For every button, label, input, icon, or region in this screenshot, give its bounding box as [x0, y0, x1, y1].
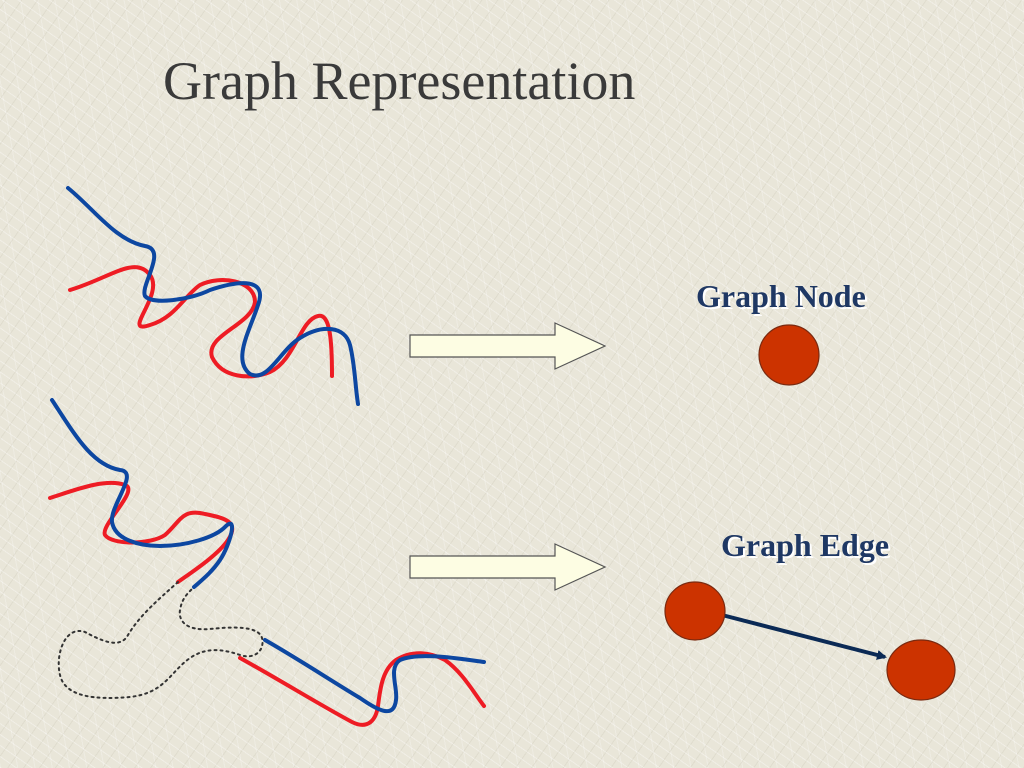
strand-red-bottom-upper — [48, 480, 235, 584]
strand-red-top — [68, 265, 334, 379]
strand-pair-top — [66, 186, 360, 406]
strand-blue-bottom-upper — [50, 398, 234, 589]
edge-source-node — [664, 581, 726, 641]
strand-pair-bottom — [48, 398, 486, 727]
strand-red-bottom-lower — [238, 651, 486, 727]
strand-blue-top — [66, 186, 360, 406]
slide-title: Graph Representation — [163, 51, 636, 111]
graph-edge-arrow — [721, 613, 887, 660]
block-arrow-bottom — [409, 543, 607, 591]
dotted-loop — [57, 581, 264, 699]
block-arrow-top — [409, 322, 607, 370]
edge-target-node — [886, 639, 956, 701]
strand-blue-bottom-lower — [263, 638, 486, 713]
graph-node-label: Graph Node — [696, 278, 866, 314]
graph-edge-label: Graph Edge — [721, 527, 890, 563]
graph-node-circle — [758, 324, 820, 386]
